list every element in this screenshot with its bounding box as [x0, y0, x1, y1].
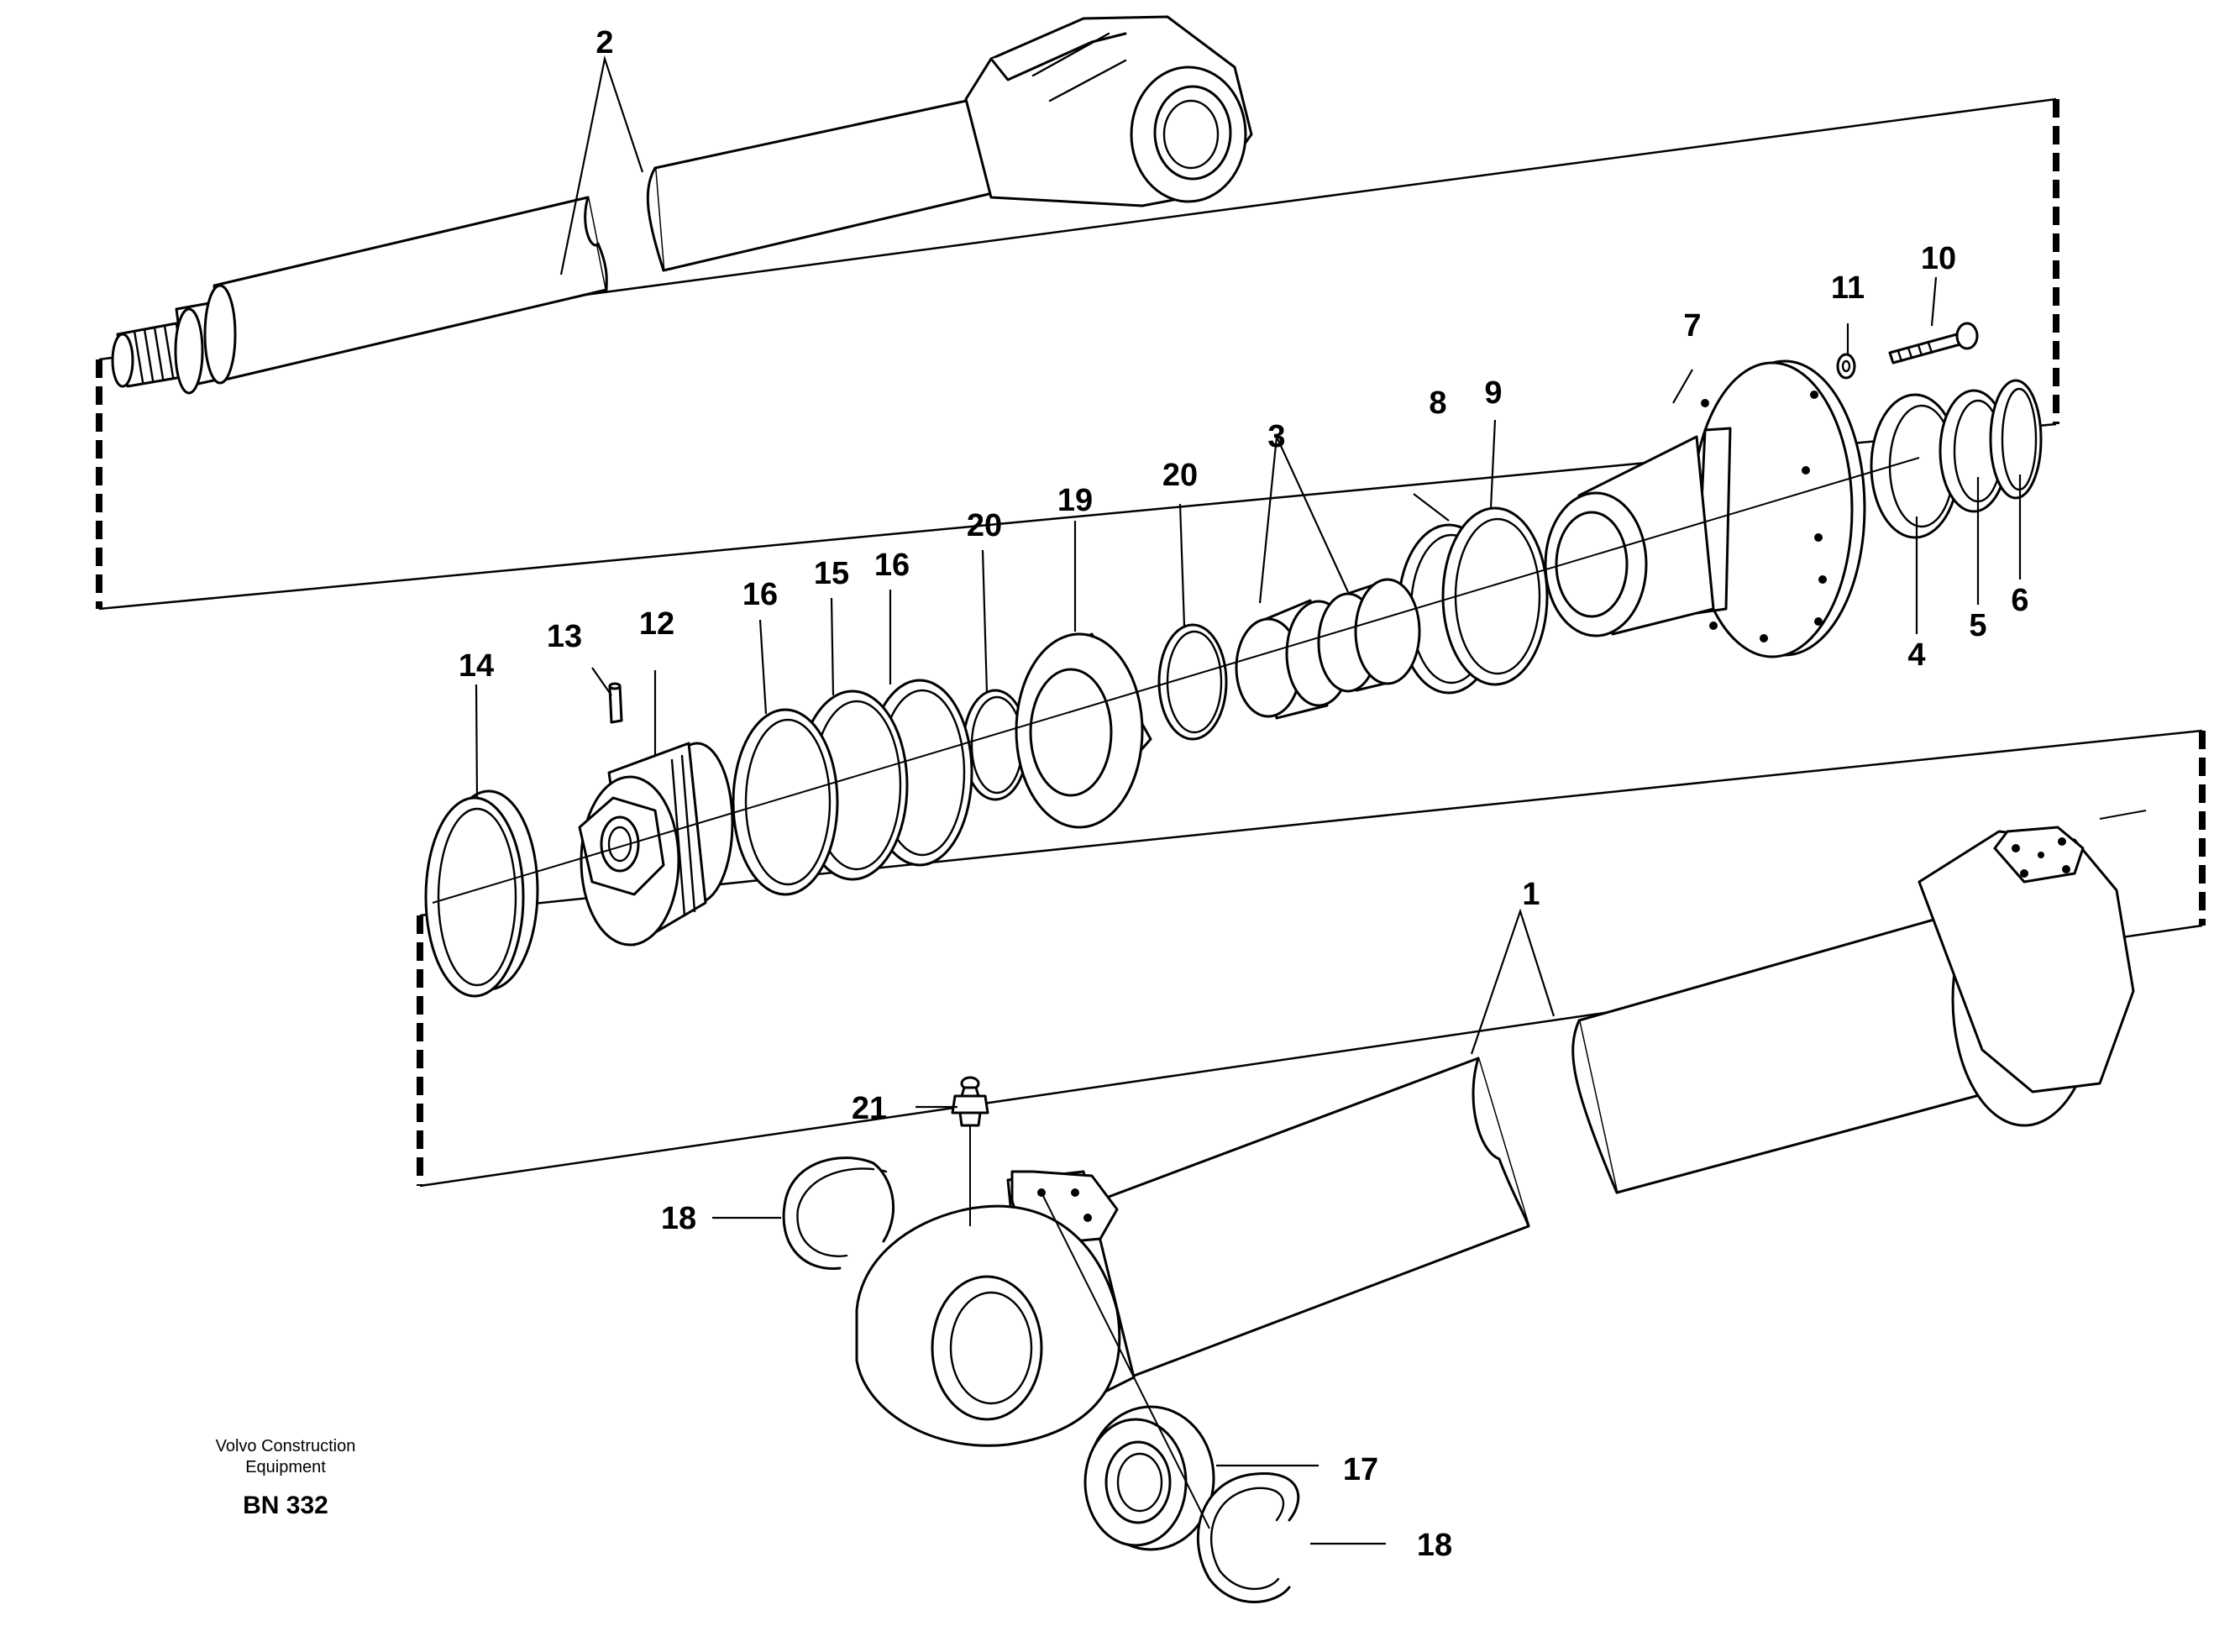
- callout-17: 17: [1343, 1452, 1378, 1487]
- callout-13: 13: [547, 619, 582, 654]
- guide-rings-3: [1235, 578, 1421, 720]
- callout-5: 5: [1969, 608, 1986, 643]
- cylinder-head: [1544, 359, 1866, 658]
- grease-nipple-21: [951, 1076, 989, 1127]
- screw-10: [1888, 322, 1979, 364]
- piston-rod: [111, 15, 1253, 395]
- snap-ring-18a: [782, 1156, 895, 1270]
- spacer-19: [1015, 632, 1152, 829]
- bearing-17: [1083, 1405, 1215, 1551]
- seal-16b: [732, 708, 839, 896]
- callout-4: 4: [1907, 637, 1925, 673]
- leader-lines: [475, 55, 2022, 1545]
- callout-2: 2: [595, 25, 613, 60]
- callout-3: 3: [1267, 419, 1285, 454]
- drawing-code: BN 332: [243, 1492, 328, 1519]
- callout-11: 11: [1831, 270, 1865, 306]
- snap-ring-18b: [1196, 1472, 1300, 1603]
- seal-6: [1989, 379, 2043, 500]
- callout-20a: 20: [1162, 458, 1198, 493]
- callout-16a: 16: [742, 577, 778, 612]
- manufacturer-subtitle: Equipment: [245, 1458, 326, 1476]
- piston-12: [578, 742, 734, 947]
- callout-8: 8: [1429, 385, 1446, 421]
- center-axis-lines: [432, 457, 1920, 1529]
- pin-13: [608, 682, 623, 724]
- callout-14: 14: [459, 648, 494, 684]
- cylinder-tube: [855, 810, 2147, 1447]
- washer-11: [1836, 353, 1856, 380]
- callout-9: 9: [1484, 375, 1502, 411]
- callout-18b: 18: [1417, 1528, 1452, 1563]
- callout-16b: 16: [874, 548, 910, 583]
- callout-6: 6: [2011, 583, 2028, 618]
- ring-14: [424, 789, 539, 998]
- callout-12: 12: [639, 606, 674, 642]
- manufacturer-caption: Volvo Construction Equipment: [168, 1436, 403, 1478]
- callout-7: 7: [1683, 308, 1701, 344]
- callout-labels: 2 1 3 4 5 6 7 8 9 10 11 12 13 14 15 16 1…: [459, 25, 2029, 1563]
- callout-15: 15: [814, 556, 849, 591]
- callout-1: 1: [1522, 877, 1540, 912]
- callout-19: 19: [1057, 483, 1093, 518]
- callout-18a: 18: [661, 1201, 696, 1236]
- manufacturer-name: Volvo Construction: [215, 1437, 356, 1455]
- callout-20b: 20: [967, 508, 1002, 543]
- callout-21: 21: [852, 1091, 887, 1126]
- callout-10: 10: [1921, 241, 1956, 276]
